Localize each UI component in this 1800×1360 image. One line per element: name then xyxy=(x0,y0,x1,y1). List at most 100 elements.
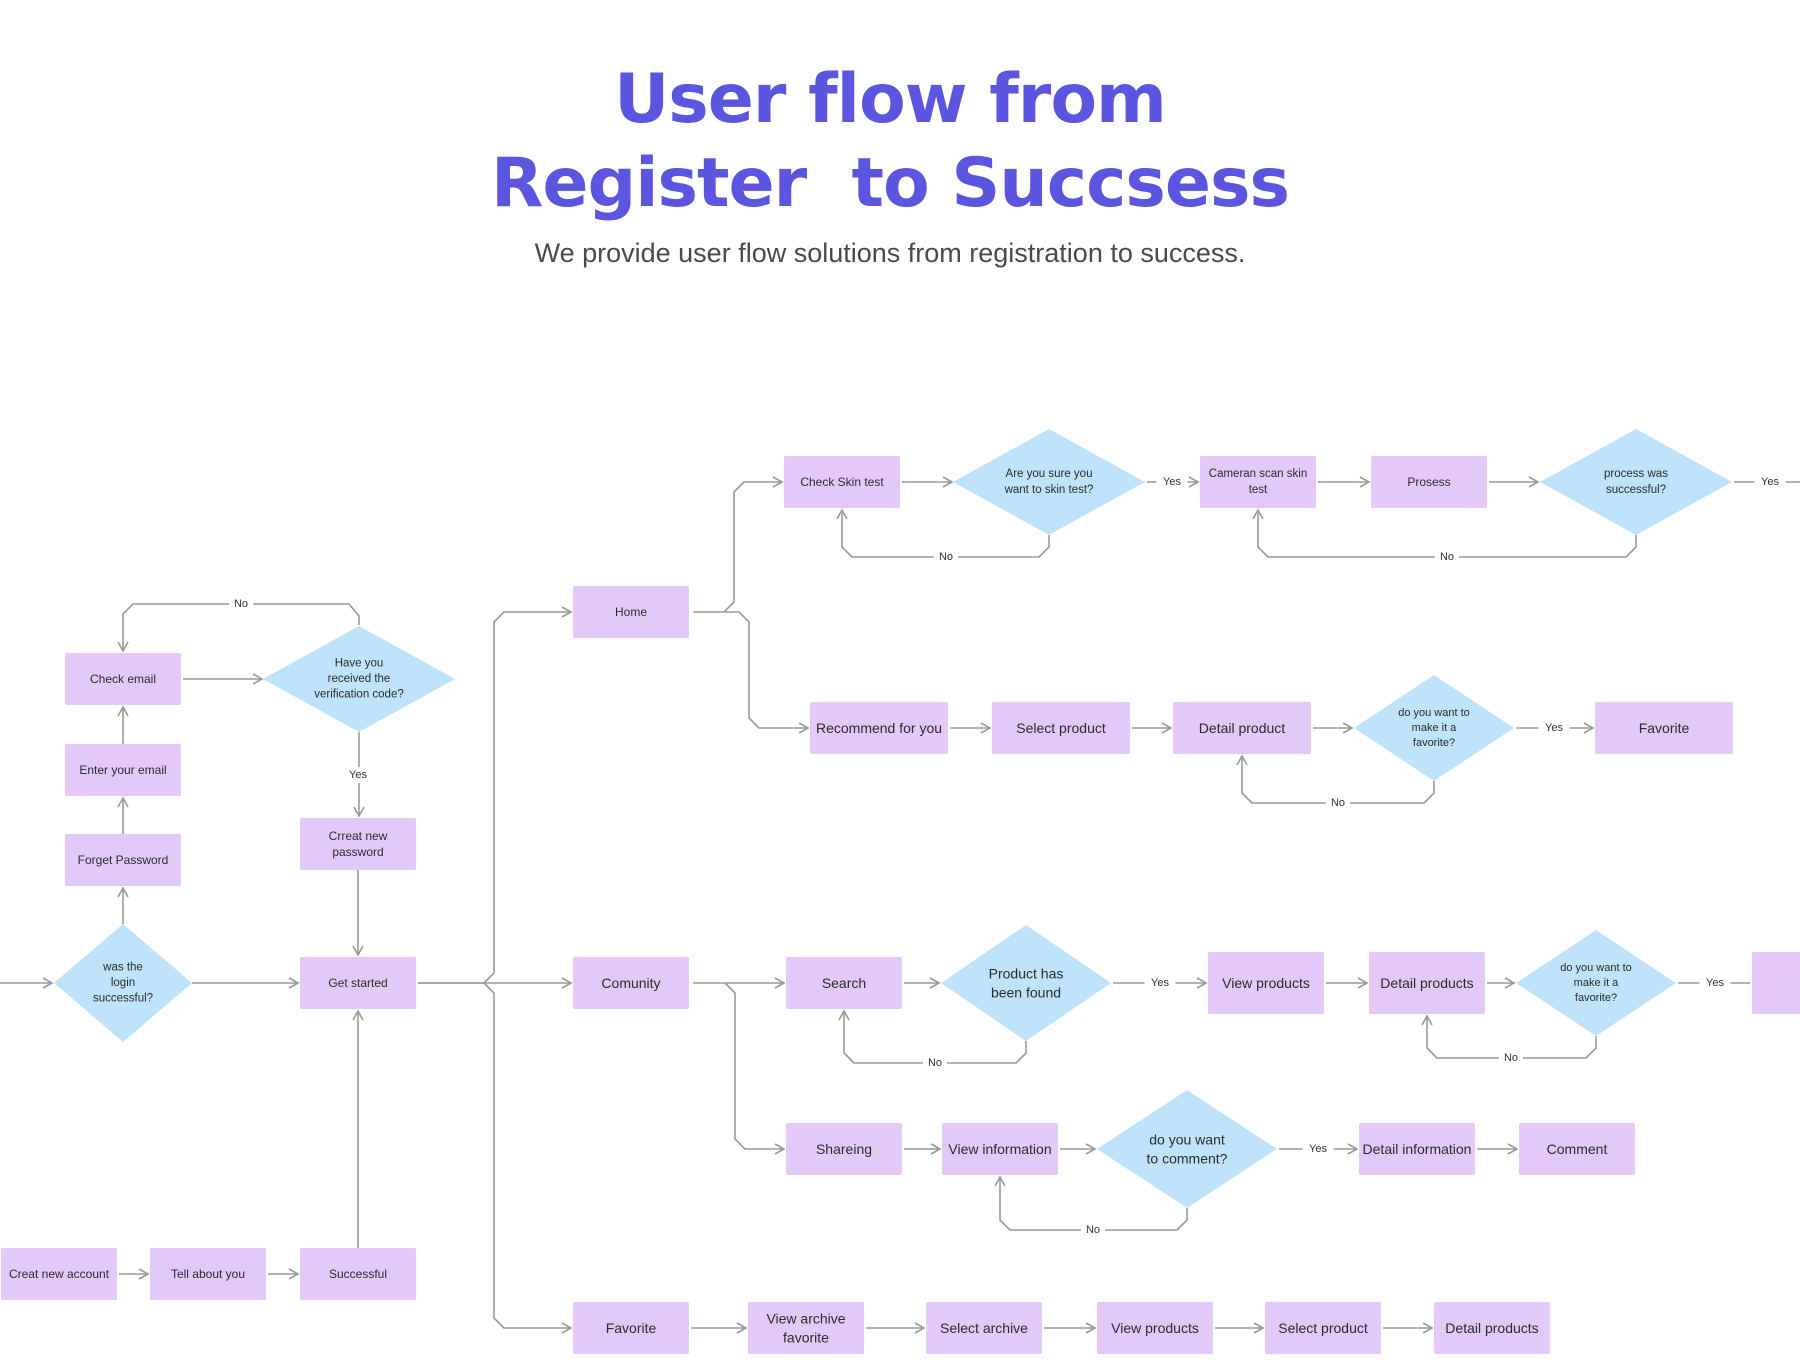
node-label: Select product xyxy=(1016,720,1106,736)
node-label: Select archive xyxy=(940,1320,1028,1336)
flow-node-home: Home xyxy=(573,586,689,638)
flow-node-comment: Comment xyxy=(1519,1123,1635,1175)
process-shape xyxy=(810,702,948,754)
connector: No xyxy=(836,508,1050,565)
connector-label: Yes xyxy=(1163,476,1181,488)
connector: No xyxy=(1252,508,1637,565)
process-shape xyxy=(786,957,902,1009)
process-shape xyxy=(942,1123,1058,1175)
node-label: Shareing xyxy=(816,1141,872,1157)
connector-label-bg xyxy=(1156,474,1188,490)
node-label: Favorite xyxy=(606,1320,657,1336)
connector-label-bg xyxy=(1499,1050,1523,1066)
decision-shape xyxy=(1516,930,1676,1036)
process-shape xyxy=(786,1123,902,1175)
connector-label-bg xyxy=(1302,1141,1334,1157)
node-label: Search xyxy=(822,975,866,991)
node-label: Home xyxy=(615,605,647,619)
process-shape xyxy=(1200,456,1316,508)
process-shape xyxy=(1595,702,1733,754)
connector-label-bg xyxy=(1435,549,1459,565)
decision-shape xyxy=(941,925,1111,1041)
connector-label: No xyxy=(928,1057,942,1069)
connector-label-bg xyxy=(923,1055,947,1071)
page-title-line-1: User flow from xyxy=(614,60,1167,139)
connector xyxy=(724,982,786,1155)
connector: Yes xyxy=(1516,720,1595,736)
flow-node-search: Search xyxy=(786,957,902,1009)
connector: No xyxy=(1236,754,1435,811)
flow-node-successful: Successful xyxy=(300,1248,416,1300)
offscreen-node xyxy=(1752,952,1800,1014)
connector: Yes xyxy=(1279,1141,1359,1157)
connector: Yes xyxy=(1734,474,1800,490)
process-shape xyxy=(1097,1302,1213,1354)
process-shape xyxy=(784,456,900,508)
page-title: User flow from Register to Succsess xyxy=(0,58,1780,226)
process-shape xyxy=(926,1302,1042,1354)
process-shape xyxy=(573,957,689,1009)
connector-label-bg xyxy=(1754,474,1786,490)
decision-shape xyxy=(54,924,192,1042)
page-title-line-2: Register to Succsess xyxy=(491,144,1290,223)
node-label: Creat new account xyxy=(9,1267,110,1281)
node-label: Detail information xyxy=(1363,1141,1472,1157)
node-label: Select product xyxy=(1278,1320,1368,1336)
decision-shape xyxy=(1097,1090,1277,1208)
process-shape xyxy=(992,702,1130,754)
process-shape xyxy=(1369,952,1485,1014)
node-label: Favorite xyxy=(1639,720,1690,736)
process-shape xyxy=(1434,1302,1550,1354)
process-shape xyxy=(1265,1302,1381,1354)
process-shape xyxy=(65,744,181,796)
connector-label: No xyxy=(1504,1052,1518,1064)
connector: Yes xyxy=(1678,975,1750,991)
connector: No xyxy=(994,1175,1188,1238)
connector xyxy=(724,611,810,734)
node-label: Detail products xyxy=(1380,975,1473,991)
connector: Yes xyxy=(1147,474,1200,490)
connector: No xyxy=(1421,1014,1597,1066)
node-label: Prosess xyxy=(1407,475,1450,489)
node-label: Comment xyxy=(1547,1141,1608,1157)
flow-node-detail-info: Detail information xyxy=(1359,1123,1475,1175)
process-shape xyxy=(573,586,689,638)
page-subtitle: We provide user flow solutions from regi… xyxy=(534,238,1246,268)
node-label: View products xyxy=(1222,975,1310,991)
node-label: Enter your email xyxy=(79,763,166,777)
connector-line xyxy=(724,611,810,734)
flow-node-favorite-2: Favorite xyxy=(573,1302,689,1354)
flow-node-shareing: Shareing xyxy=(786,1123,902,1175)
process-shape xyxy=(748,1302,864,1354)
node-label: Detail product xyxy=(1199,720,1285,736)
connector-label-bg xyxy=(934,549,958,565)
connector: Yes xyxy=(1113,975,1208,991)
decision-shape xyxy=(1540,429,1732,535)
flow-node-detail-product: Detail product xyxy=(1173,702,1311,754)
connector-label: No xyxy=(1086,1224,1100,1236)
connector-label: Yes xyxy=(1309,1143,1327,1155)
flow-node-recommend: Recommend for you xyxy=(810,702,948,754)
connector-label-bg xyxy=(1538,720,1570,736)
flow-node-check-skin: Check Skin test xyxy=(784,456,900,508)
node-label: View information xyxy=(948,1141,1051,1157)
connector-line xyxy=(418,606,573,984)
decision-shape xyxy=(953,429,1145,535)
flow-node-enter-email: Enter your email xyxy=(65,744,181,796)
node-label: View products xyxy=(1111,1320,1199,1336)
process-shape xyxy=(573,1302,689,1354)
connector-label: No xyxy=(1331,797,1345,809)
process-shape xyxy=(1,1248,117,1300)
